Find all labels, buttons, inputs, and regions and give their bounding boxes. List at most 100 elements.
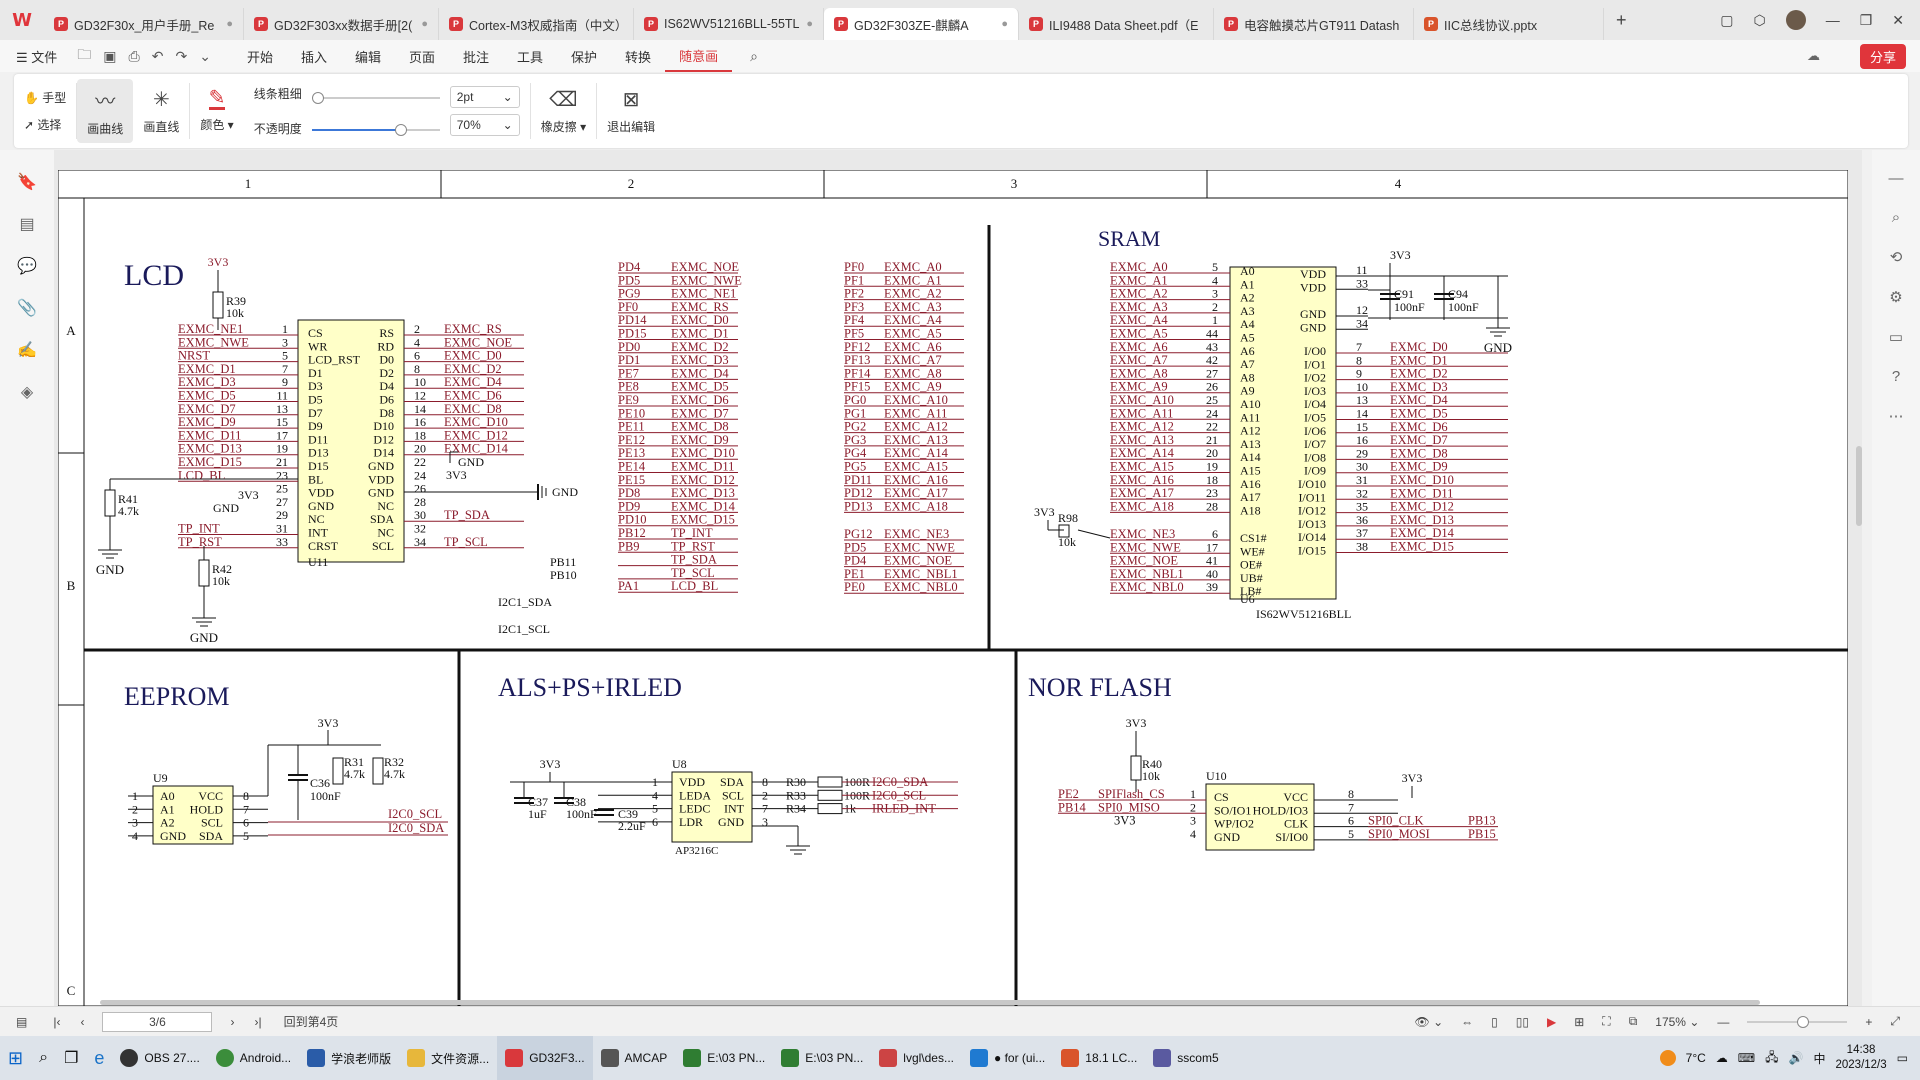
menu-freedraw[interactable]: 随意画: [665, 40, 733, 72]
opacity-select[interactable]: 70%⌄: [449, 114, 520, 136]
curve-tool[interactable]: 〰画曲线: [77, 79, 134, 143]
keyboard-icon[interactable]: ⌨: [1737, 1051, 1756, 1065]
close-icon[interactable]: ●: [421, 18, 428, 30]
cloud-icon[interactable]: ☁: [1715, 1051, 1728, 1065]
taskbar-xuelang[interactable]: 学浪老师版: [299, 1036, 399, 1080]
single-page-icon[interactable]: ▯: [1491, 1014, 1498, 1029]
restore-icon[interactable]: ❐: [1859, 11, 1873, 28]
thickness-slider[interactable]: [311, 92, 440, 104]
cloud-icon[interactable]: ☁: [1807, 48, 1820, 63]
notification-icon[interactable]: ▭: [1896, 1051, 1908, 1065]
line-tool[interactable]: ✳画直线: [133, 79, 189, 143]
bookmark-icon[interactable]: 🔖: [17, 174, 37, 191]
scroll-thumb[interactable]: [100, 1000, 1760, 1005]
comment-icon[interactable]: 💬: [17, 258, 37, 275]
new-tab-button[interactable]: +: [1616, 9, 1627, 30]
menu-page[interactable]: 页面: [408, 49, 435, 65]
undo-icon[interactable]: ↶: [151, 47, 164, 64]
weather-icon[interactable]: [1659, 1050, 1676, 1066]
zoom-in-icon[interactable]: +: [1865, 1014, 1873, 1029]
menu-start[interactable]: 开始: [246, 49, 273, 65]
more-icon[interactable]: ⋯: [1888, 408, 1904, 425]
slider-knob[interactable]: [395, 124, 408, 136]
close-icon[interactable]: ●: [806, 18, 813, 30]
menu-tools[interactable]: 工具: [517, 49, 544, 65]
print-icon[interactable]: ⎙: [128, 47, 140, 64]
play-icon[interactable]: ▶: [1547, 1014, 1557, 1029]
prev-page-icon[interactable]: ‹: [80, 1014, 85, 1029]
fullscreen-icon[interactable]: ⤢: [1890, 1014, 1900, 1028]
avatar[interactable]: [1785, 10, 1806, 30]
page-number-input[interactable]: 3/6: [102, 1011, 213, 1032]
menu-icon[interactable]: ☰ 文件: [16, 49, 58, 65]
menu-annotate[interactable]: 批注: [463, 49, 490, 65]
horizontal-scrollbar[interactable]: [70, 1000, 1840, 1006]
eye-icon[interactable]: 👁 ⌄: [1414, 1014, 1444, 1029]
search-icon[interactable]: ⌕: [1891, 209, 1901, 226]
fit-width-icon[interactable]: ⇔: [1461, 1014, 1474, 1029]
exit-edit-button[interactable]: ⊠退出编辑: [597, 79, 665, 143]
menu-convert[interactable]: 转换: [625, 49, 652, 65]
double-page-icon[interactable]: ▯▯: [1515, 1014, 1529, 1029]
sidebar-toggle-icon[interactable]: ▤: [16, 1014, 28, 1029]
taskbar-vscode[interactable]: ● for (ui...: [962, 1036, 1053, 1080]
layout-icon[interactable]: ▢: [1720, 11, 1734, 28]
taskbar-sscom[interactable]: sscom5: [1145, 1036, 1226, 1080]
opacity-slider[interactable]: [311, 124, 440, 136]
taskbar-pn2[interactable]: E:\03 PN...: [773, 1036, 871, 1080]
next-page-icon[interactable]: ›: [230, 1014, 235, 1029]
layers-icon[interactable]: ◈: [20, 384, 34, 401]
task-view-icon[interactable]: ❐: [64, 1050, 79, 1067]
translate-icon[interactable]: ⟲: [1889, 249, 1903, 266]
hand-tool[interactable]: ✋ 手型: [24, 91, 67, 105]
last-page-icon[interactable]: ›|: [254, 1014, 262, 1029]
taskbar-lvgl[interactable]: lvgl\des...: [871, 1036, 962, 1080]
minimize-panel-icon[interactable]: —: [1888, 170, 1904, 187]
signature-icon[interactable]: ✍: [17, 342, 37, 359]
menu-protect[interactable]: 保护: [571, 49, 598, 65]
slider-knob[interactable]: [1797, 1015, 1810, 1028]
vertical-scrollbar[interactable]: [1856, 156, 1862, 1006]
volume-icon[interactable]: 🔊: [1788, 1051, 1804, 1065]
zoom-select[interactable]: 175% ⌄: [1655, 1014, 1700, 1029]
eraser-tool[interactable]: ⌫橡皮擦 ▾: [540, 89, 587, 134]
back-to-page-link[interactable]: 回到第4页: [283, 1015, 339, 1029]
thumbnail-icon[interactable]: ▤: [19, 216, 35, 233]
redo-icon[interactable]: ↷: [175, 47, 188, 64]
close-icon[interactable]: ●: [1001, 18, 1008, 30]
taskbar-amcap[interactable]: AMCAP: [593, 1036, 676, 1080]
menu-edit[interactable]: 编辑: [354, 49, 381, 65]
select-tool[interactable]: ➚ 选择: [24, 118, 62, 132]
network-icon[interactable]: 🖧: [1765, 1049, 1779, 1064]
taskbar-pn1[interactable]: E:\03 PN...: [675, 1036, 773, 1080]
attachment-icon[interactable]: 📎: [17, 300, 37, 317]
close-icon[interactable]: ✕: [1892, 11, 1904, 28]
menu-file[interactable]: 文件: [31, 49, 58, 65]
wps-logo-icon[interactable]: W: [12, 9, 32, 31]
edge-icon[interactable]: e: [94, 1047, 105, 1068]
book-icon[interactable]: ▭: [1888, 329, 1904, 346]
taskbar-explorer[interactable]: 文件资源...: [399, 1036, 497, 1080]
taskbar-wps-pdf[interactable]: GD32F3...: [497, 1036, 593, 1080]
grid-icon[interactable]: ⊞: [1574, 1014, 1585, 1029]
save-icon[interactable]: ▣: [103, 47, 117, 64]
thickness-select[interactable]: 2pt⌄: [449, 86, 520, 108]
scroll-thumb[interactable]: [1856, 446, 1862, 526]
taskbar-chrome[interactable]: Android...: [208, 1036, 299, 1080]
settings-icon[interactable]: ⚙: [1889, 289, 1903, 306]
help-icon[interactable]: ?: [1891, 368, 1901, 385]
zoom-slider[interactable]: [1747, 1015, 1848, 1028]
close-icon[interactable]: ●: [226, 18, 233, 30]
fit-page-icon[interactable]: ⛶: [1602, 1014, 1611, 1028]
folder-icon[interactable]: 🗀: [77, 46, 92, 62]
slider-knob[interactable]: [312, 92, 325, 104]
